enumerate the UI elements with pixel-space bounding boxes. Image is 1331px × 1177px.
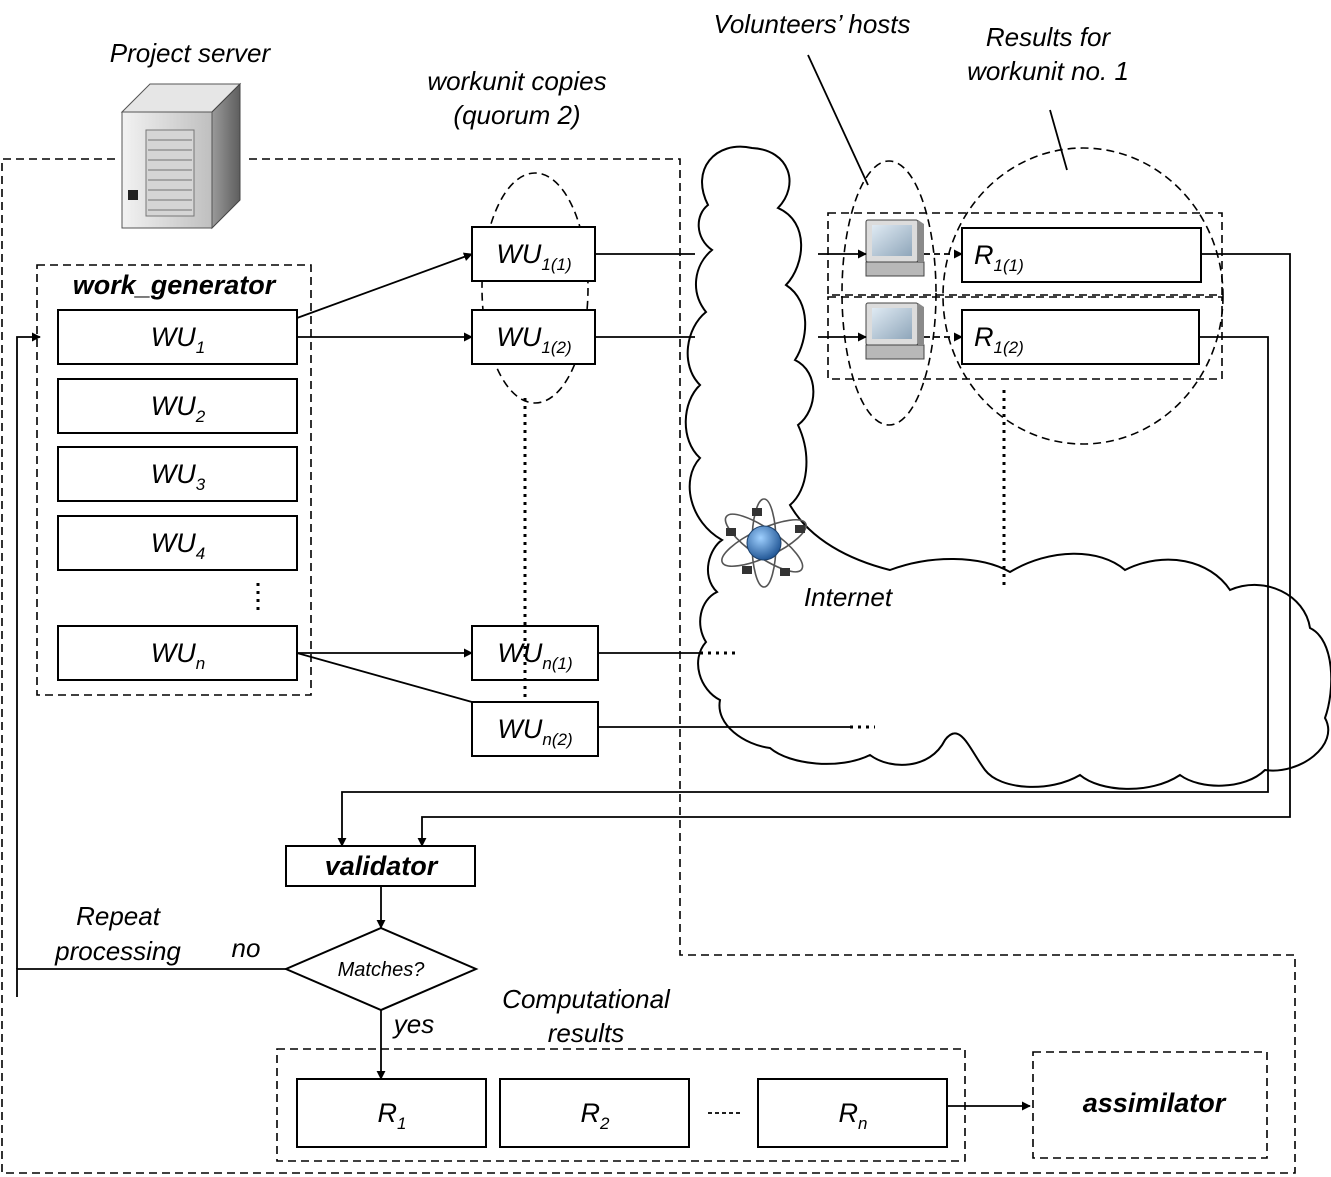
validator-box — [285, 845, 476, 887]
work-generator-title: work_generator — [73, 270, 277, 300]
wu-4-label: WU4 — [151, 528, 205, 563]
r-2-final-box — [499, 1078, 690, 1148]
wu-1-1-label: WU1(1) — [496, 239, 571, 274]
volunteers-hosts-label: Volunteers’ hosts — [713, 9, 910, 39]
volunteer-row-2-group — [827, 296, 1223, 380]
matches-question: Matches? — [338, 959, 426, 981]
wu-2-box — [57, 378, 298, 434]
yes-label: yes — [392, 1009, 434, 1039]
workunit-copies-label-line1: workunit copies — [427, 66, 606, 96]
results-workunit-1-ellipse — [942, 147, 1224, 445]
wu-1-1-box — [471, 226, 596, 282]
quorum-ellipse — [481, 172, 589, 404]
wu-1-box — [57, 309, 298, 365]
internet-cloud — [684, 145, 1331, 790]
wu-3-label: WU3 — [151, 459, 206, 494]
r-1-final-box — [296, 1078, 487, 1148]
globe-icon — [721, 498, 807, 588]
no-label: no — [232, 933, 261, 963]
wu-n-1-box — [471, 625, 599, 681]
wu-n-label: WUn — [151, 638, 205, 673]
wu-4-box — [57, 515, 298, 571]
results-for-label-line1: Results for — [986, 22, 1112, 52]
wu-n-box — [57, 625, 298, 681]
r-n-final-box — [757, 1078, 948, 1148]
volunteers-hosts-ellipse — [841, 160, 937, 426]
computer-icon-1 — [865, 219, 925, 277]
computational-results-group — [276, 1048, 966, 1162]
r-1-1-box — [961, 227, 1202, 283]
r-1-2-label: R1(2) — [974, 322, 1024, 357]
project-server-label: Project server — [110, 38, 272, 68]
wu-3-box — [57, 446, 298, 502]
computational-results-line1: Computational — [502, 984, 671, 1014]
internet-label: Internet — [804, 582, 894, 612]
wu-n-2-label: WUn(2) — [497, 714, 572, 749]
wu-1-label: WU1 — [151, 322, 205, 357]
validator-title: validator — [325, 851, 439, 881]
project-server-boundary — [1, 158, 1296, 1174]
wu-n-1-label: WUn(1) — [497, 638, 572, 673]
wu-n-2-box — [471, 701, 599, 757]
computational-results-line2: results — [548, 1018, 625, 1048]
r-2-final-label: R2 — [581, 1098, 611, 1133]
repeat-processing-line2: processing — [54, 936, 181, 966]
wu-1-2-box — [471, 309, 596, 365]
workunit-copies-label-line2: (quorum 2) — [453, 100, 580, 130]
results-pointer — [1049, 109, 1068, 171]
r-1-final-label: R1 — [378, 1098, 407, 1133]
r-n-final-label: Rn — [839, 1098, 868, 1133]
work-generator-group — [36, 264, 312, 696]
server-icon — [120, 82, 242, 230]
r-1-1-label: R1(1) — [974, 240, 1024, 275]
computer-icon-2 — [865, 302, 925, 360]
results-for-label-line2: workunit no. 1 — [967, 56, 1129, 86]
wu-2-label: WU2 — [151, 391, 206, 426]
assimilator-box — [1032, 1051, 1268, 1159]
assimilator-title: assimilator — [1083, 1088, 1227, 1118]
volunteers-pointer — [807, 54, 869, 186]
wu-1-2-label: WU1(2) — [496, 322, 571, 357]
connectors — [16, 249, 1291, 1111]
repeat-processing-line1: Repeat — [76, 901, 162, 931]
